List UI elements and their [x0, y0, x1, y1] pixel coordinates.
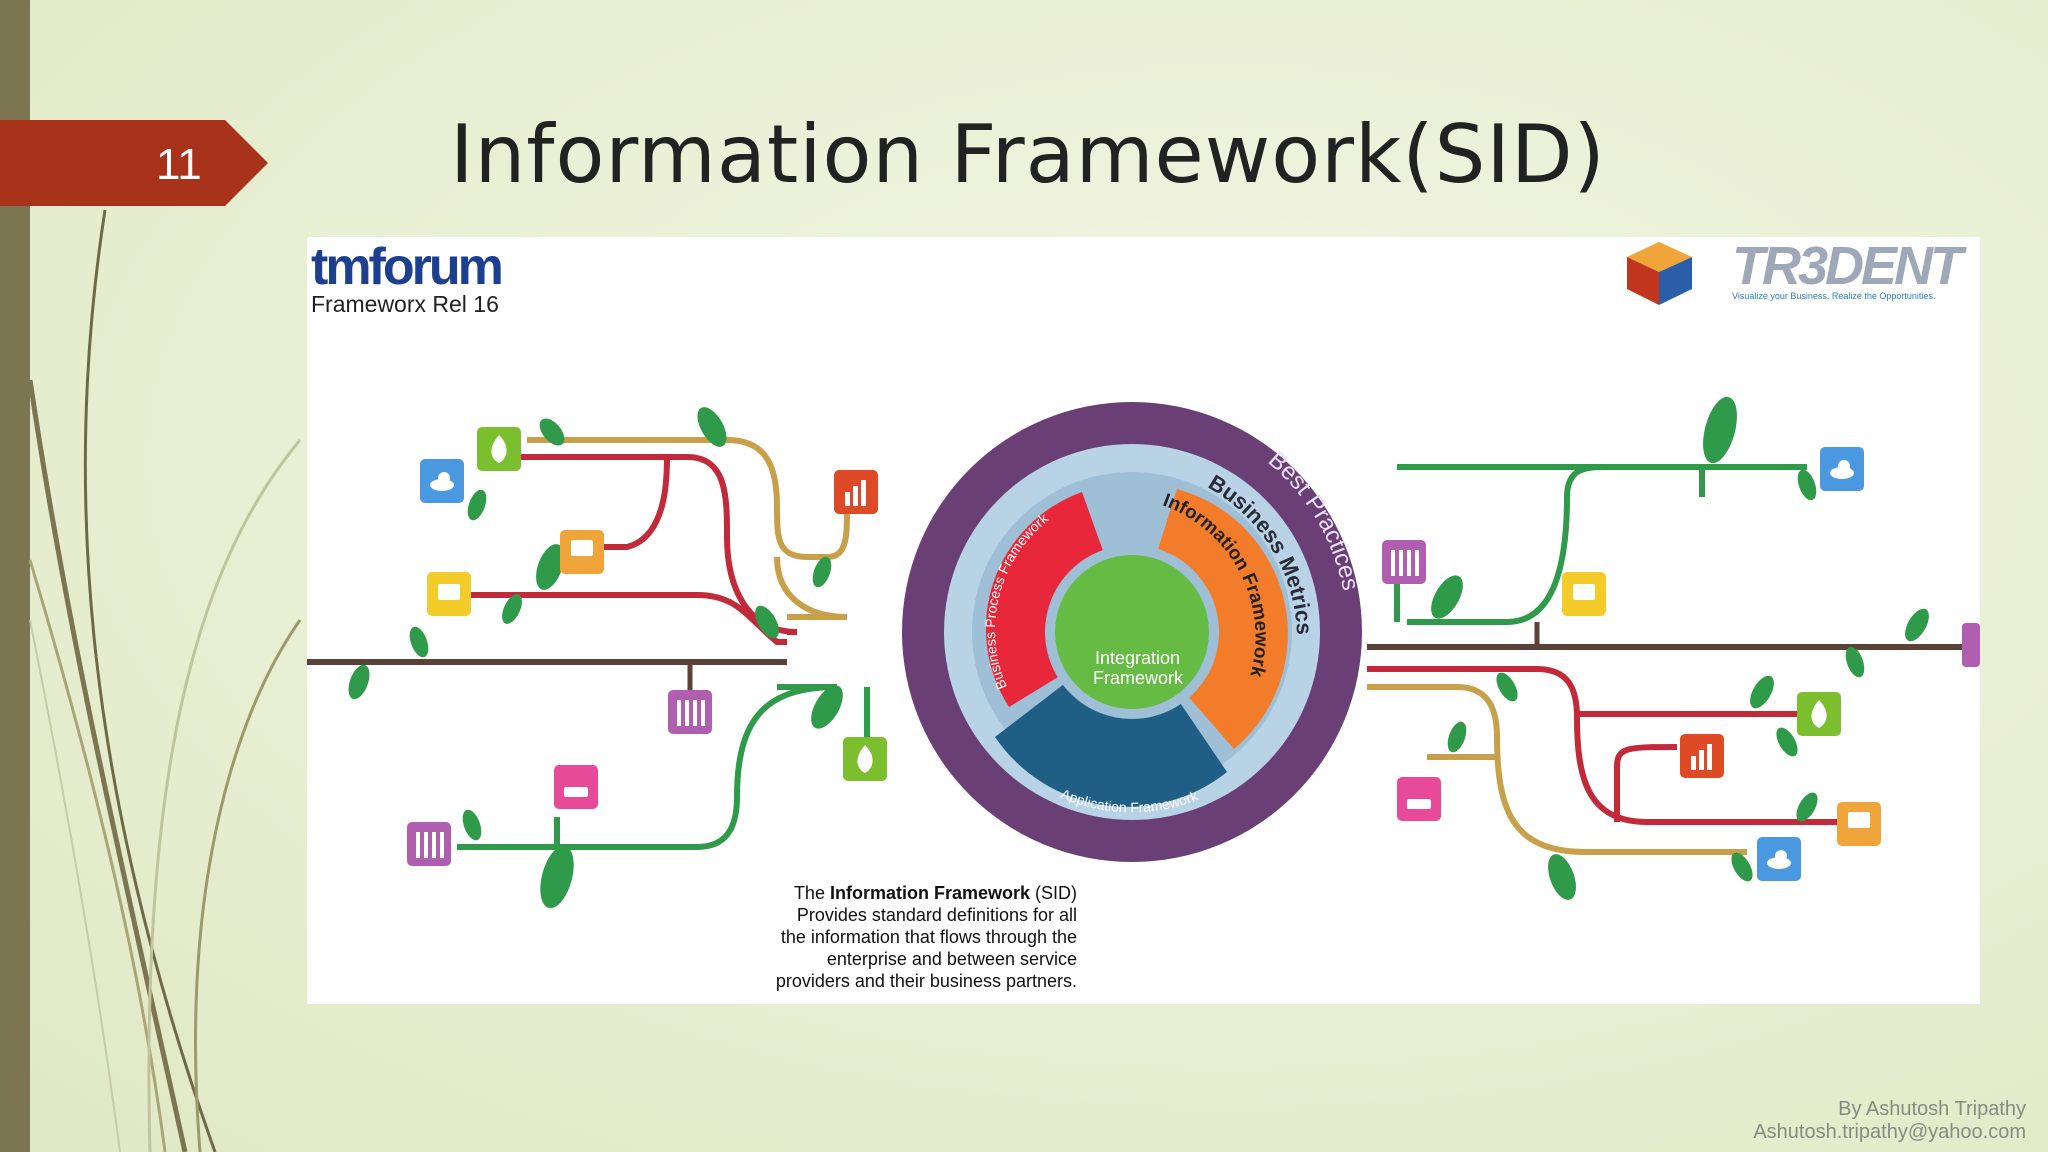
core-label-line2: Framework	[1093, 668, 1184, 688]
leaf-decorations	[348, 396, 1929, 909]
tmforum-logo: tmforum	[311, 238, 504, 296]
cloud-icon	[420, 459, 464, 503]
app-icons	[407, 427, 1980, 881]
cloud-icon	[1820, 447, 1864, 491]
framework-figure: Best Practices Business Metrics Informat…	[307, 236, 1980, 1004]
trident-tagline: Visualize your Business. Realize the Opp…	[1732, 291, 1936, 301]
trunk-lines	[307, 622, 1972, 692]
caption-line: Provides standard definitions for all	[796, 905, 1077, 925]
right-branches	[1367, 464, 1837, 855]
left-branches	[457, 437, 870, 850]
decorative-curves	[27, 209, 302, 1152]
phone-icon	[1562, 572, 1606, 616]
trident-logo-text: TR3DENT	[1732, 236, 1963, 296]
framework-diagram: Best Practices Business Metrics Informat…	[307, 242, 1980, 909]
router-icon	[554, 765, 598, 809]
author-email: Ashutosh.tripathy@yahoo.com	[1753, 1121, 2026, 1143]
phone-icon	[427, 572, 471, 616]
caption-line: enterprise and between service	[826, 949, 1077, 969]
framework-caption: The Information Framework (SID) Provides…	[687, 882, 1077, 992]
slide-number: 11	[156, 140, 202, 189]
caption-heading: The Information Framework (SID)	[793, 883, 1077, 903]
chart-icon	[1680, 734, 1724, 778]
equalizer-icon	[668, 690, 712, 734]
chart-icon	[834, 470, 878, 514]
flame-icon	[843, 737, 887, 781]
cloud-icon	[1757, 837, 1801, 881]
equalizer-icon	[407, 822, 451, 866]
phone-icon	[560, 530, 604, 574]
flame-icon	[1797, 692, 1841, 736]
author-name: By Ashutosh Tripathy	[1838, 1098, 2026, 1120]
caption-line: providers and their business partners.	[775, 971, 1077, 991]
caption-line: the information that flows through the	[780, 927, 1077, 947]
router-icon	[1397, 777, 1441, 821]
equalizer-icon	[1962, 623, 1980, 667]
slide-title: Information Framework(SID)	[450, 108, 1606, 201]
equalizer-icon	[1382, 540, 1426, 584]
frameworx-release-label: Frameworx Rel 16	[311, 291, 499, 317]
core-label-line1: Integration	[1095, 648, 1180, 668]
slide-number-badge	[0, 120, 268, 206]
author-credit: By Ashutosh Tripathy Ashutosh.tripathy@y…	[1753, 1098, 2026, 1144]
trident-cube-logo	[1627, 242, 1692, 305]
framework-rings	[902, 402, 1362, 862]
phone-icon	[1837, 802, 1881, 846]
flame-icon	[477, 427, 521, 471]
